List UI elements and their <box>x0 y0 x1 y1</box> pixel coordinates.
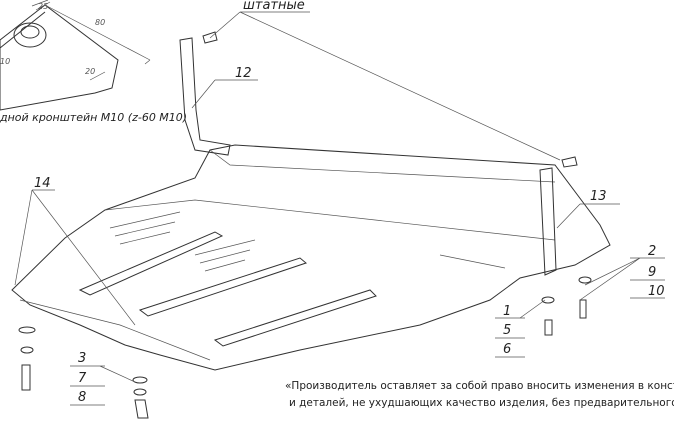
callout-10: 10 <box>648 284 665 299</box>
note-line-2: и деталей, не ухудшающих качество издели… <box>289 397 674 409</box>
callout-14: 14 <box>34 176 51 191</box>
callout-standard: штатные <box>243 0 305 13</box>
leader-lines <box>14 11 665 406</box>
callout-8: 8 <box>78 390 86 405</box>
note-line-1: «Производитель оставляет за собой право … <box>285 380 674 392</box>
callout-6: 6 <box>503 342 511 357</box>
manufacturer-note: «Производитель оставляет за собой право … <box>285 378 674 412</box>
dimension-25: 25 <box>38 2 48 11</box>
skid-plate <box>11 31 611 419</box>
callout-3: 3 <box>78 351 86 366</box>
bracket-inset: 25 80 20 10 дной кронштейн М10 (z-60 М10… <box>0 0 187 124</box>
callout-1: 1 <box>503 304 511 319</box>
callout-12: 12 <box>235 66 252 81</box>
callout-2: 2 <box>648 244 656 259</box>
callout-5: 5 <box>503 323 511 338</box>
callout-7: 7 <box>78 371 87 386</box>
callout-9: 9 <box>648 265 656 280</box>
dimension-20: 20 <box>85 67 95 76</box>
bracket-caption: дной кронштейн М10 (z-60 М10) <box>0 111 187 124</box>
callout-13: 13 <box>590 189 607 204</box>
dimension-80: 80 <box>95 18 105 27</box>
dimension-10: 10 <box>0 57 10 66</box>
